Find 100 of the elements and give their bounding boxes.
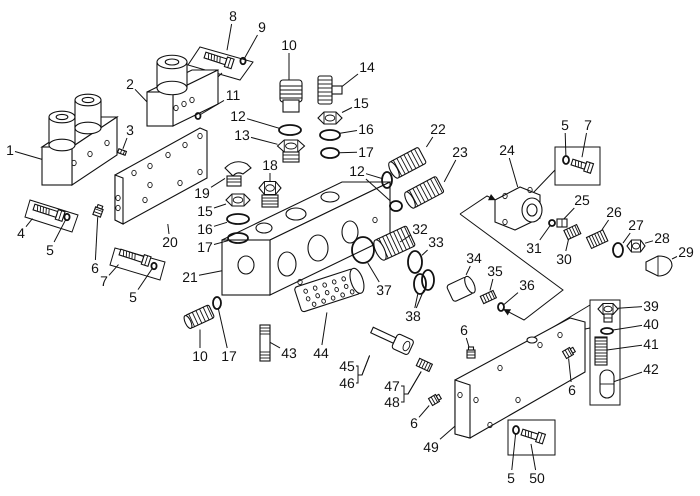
leader-line [530, 443, 536, 470]
leader-line [672, 256, 678, 260]
callout-number: 19 [193, 185, 211, 201]
spring [594, 336, 608, 366]
bolt [520, 428, 546, 445]
callout-number: 10 [191, 348, 209, 364]
callout-number: 18 [261, 157, 279, 173]
piston [599, 369, 615, 399]
callout-number: 32 [411, 221, 429, 237]
callout-number: 15 [352, 95, 370, 111]
o-ring [497, 302, 505, 312]
callout-number: 26 [605, 204, 623, 220]
callout-number: 5 [506, 470, 516, 486]
leader-line [466, 266, 471, 276]
leader-line [167, 224, 170, 234]
plug [562, 346, 576, 360]
callout-number: 7 [99, 273, 109, 289]
leader-line [416, 290, 424, 308]
leader-line [564, 132, 566, 156]
leader-line [250, 136, 278, 145]
callout-number: 4 [16, 225, 26, 241]
callout-number: 33 [427, 234, 445, 250]
nut [225, 193, 251, 207]
leader-line [108, 264, 119, 276]
leader-line [342, 107, 352, 113]
leader-line [138, 268, 152, 290]
leader-line [14, 151, 42, 160]
leader-line [367, 262, 380, 282]
leader-line [54, 220, 66, 242]
leader-line [244, 34, 258, 58]
callout-number: 2 [125, 76, 135, 92]
callout-number: 46 [338, 375, 356, 391]
leader-line [246, 118, 280, 129]
bolt [370, 326, 415, 356]
bolt [32, 203, 66, 222]
leader-line [563, 208, 575, 220]
callout-number: 20 [161, 234, 179, 250]
plug [92, 204, 104, 218]
leader-line [418, 405, 430, 418]
washer [562, 155, 570, 165]
leader-line [568, 358, 572, 382]
leader-line [466, 338, 470, 348]
o-ring [612, 242, 624, 258]
leader-line [342, 74, 358, 87]
callout-number: 3 [125, 122, 135, 138]
leader-line [200, 100, 224, 115]
plug [258, 180, 282, 208]
o-ring [226, 213, 250, 225]
callout-number: 47 [383, 378, 401, 394]
o-ring [389, 200, 403, 212]
callout-number: 44 [312, 345, 330, 361]
callout-number: 15 [196, 203, 214, 219]
callout-number: 41 [642, 336, 660, 352]
nut [626, 239, 646, 253]
leader-line [606, 344, 642, 350]
leader-line [422, 250, 428, 256]
leader-line [340, 130, 358, 134]
leader-line [134, 88, 148, 102]
callout-number: 29 [677, 244, 695, 260]
leader-line [440, 426, 456, 440]
washer [512, 425, 520, 435]
plug [466, 346, 476, 359]
callout-number: 10 [280, 37, 298, 53]
nut [317, 111, 343, 125]
callout-number: 40 [642, 316, 660, 332]
callout-number: 14 [358, 59, 376, 75]
leader-line [644, 240, 654, 244]
solenoid-valve [146, 54, 219, 127]
leader-line [321, 312, 328, 346]
leader-line [198, 270, 222, 276]
callout-number: 34 [465, 250, 483, 266]
leader-line [94, 216, 98, 260]
leader-line [214, 204, 226, 208]
callout-number: 42 [642, 361, 660, 377]
callout-number: 24 [498, 142, 516, 158]
callout-number: 48 [383, 394, 401, 410]
callout-number: 6 [567, 382, 577, 398]
o-ring [278, 124, 302, 136]
callout-number: 12 [229, 108, 247, 124]
leader-line [226, 24, 232, 51]
callout-number: 37 [375, 282, 393, 298]
plate [454, 317, 586, 439]
callout-number: 6 [459, 322, 469, 338]
leader-line [490, 278, 494, 291]
elbow-fitting [224, 161, 252, 187]
bolt [203, 51, 235, 70]
leader-line [426, 136, 434, 148]
pin [259, 324, 271, 362]
callout-number: 28 [653, 230, 671, 246]
leader-line [414, 294, 418, 308]
leader-line [601, 220, 610, 230]
callout-number: 17 [357, 144, 375, 160]
plug [428, 394, 442, 406]
callout-number: 1 [5, 142, 15, 158]
callout-number: 17 [196, 239, 214, 255]
leader-line [338, 152, 358, 154]
leader-line [365, 178, 391, 202]
callout-number: 11 [224, 87, 242, 103]
o-ring [413, 273, 427, 295]
flange-cover [494, 186, 543, 231]
